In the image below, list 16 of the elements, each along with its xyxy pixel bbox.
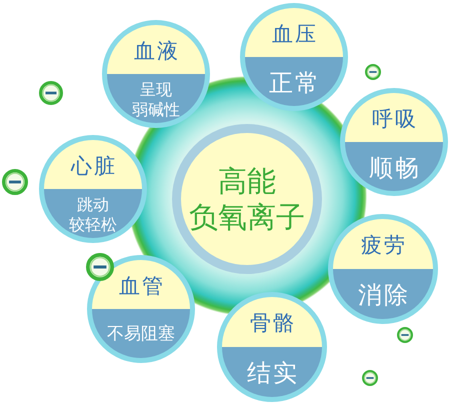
circle-title: 骨骼 xyxy=(249,311,296,337)
circle-subtitle: 呈现弱碱性 xyxy=(131,80,181,120)
circle-subtitle: 不易阻塞 xyxy=(107,324,175,346)
circle-title: 血压 xyxy=(271,22,318,48)
circle-title: 血液 xyxy=(133,38,180,64)
circle-title: 血管 xyxy=(118,274,165,300)
topic-circle xyxy=(87,255,195,363)
circle-subtitle: 消除 xyxy=(357,280,410,310)
circle-title: 心脏 xyxy=(70,154,117,180)
circle-subtitle: 结实 xyxy=(246,358,299,388)
circle-subtitle: 正常 xyxy=(268,68,321,98)
circle-title: 呼吸 xyxy=(371,106,418,132)
circle-subtitle: 跳动较轻松 xyxy=(68,194,118,234)
circle-subtitle: 顺畅 xyxy=(368,152,421,182)
circle-title: 疲劳 xyxy=(360,233,407,259)
center-title: 高能负氧离子 xyxy=(188,162,306,236)
